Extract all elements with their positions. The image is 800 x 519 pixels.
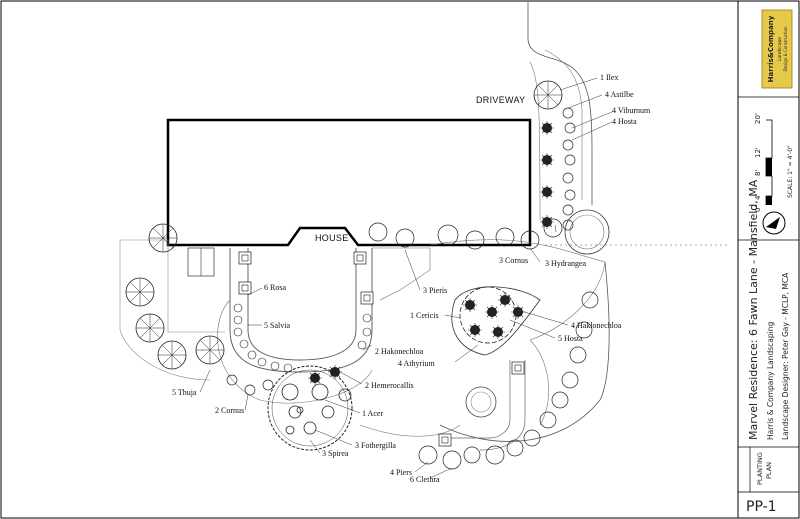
label-fothergilla: 3 Fothergilla [355,441,396,450]
bottom-shrub-row [418,291,599,470]
scale-text: SCALE: 1" = 4'-0" [787,145,794,198]
label-ilex: 1 Ilex [600,73,618,82]
label-viburnum: 4 Viburnum [612,106,651,115]
logo-line1: Harris&Company [767,15,775,82]
company-name: Harris & Company Landscaping [766,322,775,440]
label-cornus-left: 2 Cornus [215,406,244,415]
label-pieris: 3 Pieris [423,286,447,295]
logo-line2: Landscape [777,37,783,61]
label-cornus-right: 3 Cornus [499,256,528,265]
scale-tick-20: 20' [754,113,762,124]
sheet-number: PP-1 [746,499,777,515]
scale-bar: 0' 4' 8' 12' 20' SCALE: 1" = 4'-0" [754,113,794,212]
label-hemerocallis: 2 Hemerocallis [365,381,414,390]
title-block: Harris&Company Landscape Design & Constr… [737,1,799,518]
north-arrow-icon [762,211,786,235]
scale-tick-4: 4' [754,194,762,200]
label-acer: 1 Acer [362,409,383,418]
label-rosa: 6 Rosa [264,283,286,292]
sheet-title-line2: PLAN [765,462,773,479]
house-label: HOUSE [315,233,349,243]
center-walk [229,248,373,373]
label-piers: 4 Piers [390,468,412,477]
label-clethra: 6 Clethra [410,475,440,484]
residence-title: Marvel Residence: 6 Fawn Lane - Mansfiel… [747,179,760,440]
label-hakonechloa: 2 Hakonechloa [375,347,424,356]
house-footprint [166,118,532,247]
label-cercis: 1 Cericis [410,311,439,320]
designer-name: Landscape Designer: Peter Gay - MCLP, MC… [781,272,790,440]
label-haklonechloa: 4 Haklonechloa [571,321,622,330]
label-hosta-mid: 5 Hosta [558,334,583,343]
label-astilbe: 4 Astilbe [605,90,634,99]
label-salvia: 5 Salvia [264,321,290,330]
label-hosta-top: 4 Hosta [612,117,637,126]
driveway-label: DRIVEWAY [476,95,525,105]
scale-tick-12: 12' [754,147,762,158]
label-spirea: 3 Spirea [322,449,349,458]
label-hydrangea: 3 Hydrangea [545,259,587,268]
label-athyrium: 4 Athyrium [398,359,435,368]
company-logo [761,9,793,89]
scale-tick-0: 0' [754,206,762,212]
label-thuja: 5 Thuja [172,388,197,397]
driveway-edge [527,2,593,205]
sheet-title-line1: PLANTING [756,452,764,485]
scale-tick-8: 8' [754,170,762,176]
acer-tree [267,365,353,451]
logo-line3: Design & Construction [783,26,788,71]
